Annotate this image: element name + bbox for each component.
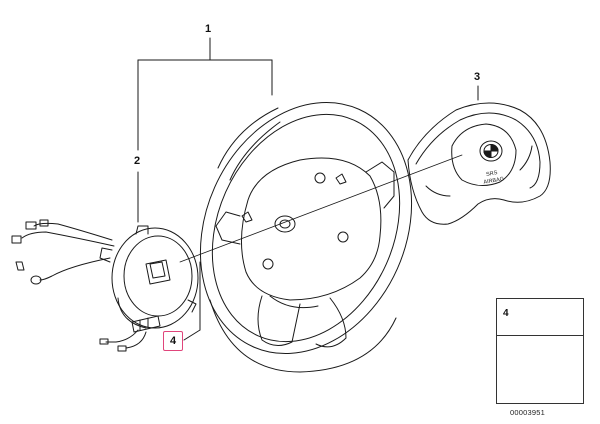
inset-divider [497,335,583,336]
airbag-module-icon [407,102,551,225]
steering-wheel-icon [199,101,413,373]
assembly-axis [179,154,463,263]
inset-part-label: 4 [503,308,509,319]
airbag-text-line2: AIRBAG [483,176,505,186]
callout-2: 2 [134,155,141,167]
callout-1: 1 [205,23,212,35]
callout-3: 3 [474,71,481,83]
callout-4-highlight[interactable]: 4 [163,331,183,351]
leader-lines-1 [137,37,273,151]
inset-panel: 4 [496,298,584,404]
document-number: 00003951 [510,408,545,417]
slip-ring-icon [11,219,199,352]
leader-line-4 [183,261,201,341]
airbag-text-line1: SRS [486,170,499,178]
